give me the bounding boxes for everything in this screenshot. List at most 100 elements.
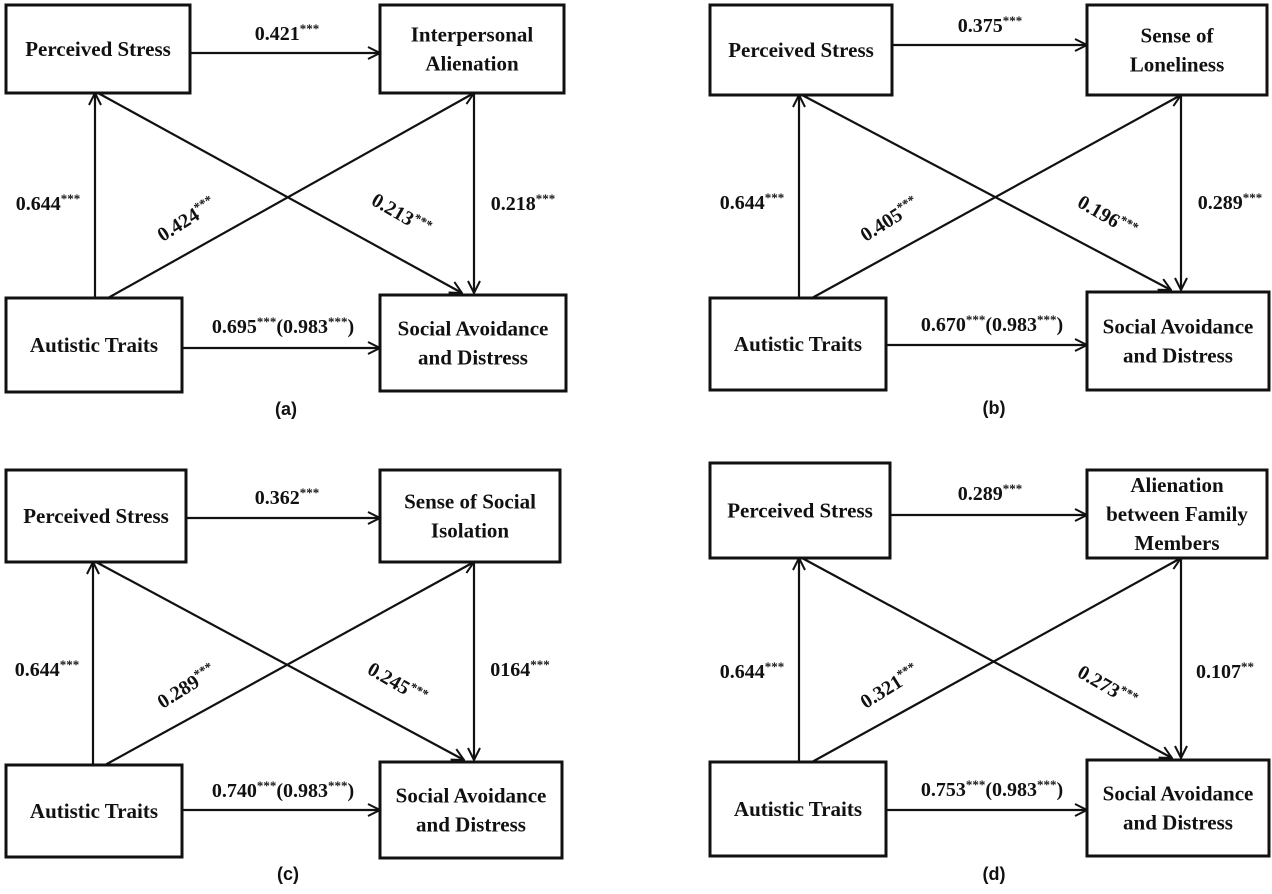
path-traits-to-mediator-arrow [811,558,1181,763]
perceived-stress-node: Perceived Stress [4,3,192,95]
mediator-node-label: Members [1134,531,1219,555]
path-stress-to-outcome-arrow [801,94,1171,290]
coefficient-value: 0164 [490,659,530,681]
significance-stars: *** [765,659,785,674]
path-mediator-to-outcome-coefficient: 0.107** [1196,659,1254,683]
coefficient-value: 0.695 [212,316,257,338]
significance-stars: *** [257,314,277,329]
path-stress-to-mediator-coefficient: 0.289*** [958,481,1023,505]
autistic-traits-node: Autistic Traits [4,763,184,859]
significance-stars: *** [765,190,785,205]
total-effect-significance: *** [1037,777,1057,792]
coefficient-value: 0.644 [15,659,60,681]
significance-stars: *** [60,657,80,672]
path-mediator-to-outcome-coefficient: 0.289*** [1198,190,1263,214]
path-traits-to-stress-coefficient: 0.644*** [720,190,785,214]
coefficient-value: 0.670 [921,314,966,336]
perceived-stress-node-label: Perceived Stress [728,38,874,62]
coefficient-value: 0.245 [364,658,414,700]
coefficient-value: 0.375 [958,15,1003,37]
path-traits-to-mediator-coefficient: 0.405*** [856,192,923,247]
significance-stars: *** [1003,13,1023,28]
mediator-node-box [1085,468,1269,560]
coefficient-value: 0.273 [1074,661,1124,703]
significance-stars: *** [257,778,277,793]
autistic-traits-node: Autistic Traits [4,296,184,394]
social-avoidance-node-box [378,293,568,393]
significance-stars: *** [300,485,320,500]
perceived-stress-node-label: Perceived Stress [23,504,169,528]
path-traits-to-stress-coefficient: 0.644*** [15,657,80,681]
path-stress-to-outcome-coefficient: 0.245*** [364,656,432,709]
path-traits-to-outcome-coefficient: 0.753***(0.983***) [921,777,1063,801]
path-traits-to-mediator-arrow [107,93,474,299]
total-effect-value: (0.983 [276,316,328,338]
total-effect-close-paren: ) [1057,779,1064,801]
path-traits-to-stress-coefficient: 0.644*** [720,659,785,683]
panel-letter: (a) [275,399,297,419]
coefficient-value: 0.196 [1074,191,1124,233]
mediator-node-label: Alienation [425,52,519,76]
perceived-stress-node-box [4,468,188,564]
coefficient-value: 0.753 [921,779,966,801]
perceived-stress-node-box [708,461,892,560]
panel-letter: (c) [277,864,299,884]
total-effect-close-paren: ) [1057,314,1064,336]
autistic-traits-node: Autistic Traits [708,296,888,392]
coefficient-value: 0.107 [1196,661,1241,683]
path-stress-to-outcome-coefficient: 0.196*** [1074,189,1142,242]
mediator-node-box [378,468,562,564]
coefficient-value: 0.421 [255,23,300,45]
panel-letter: (b) [983,398,1006,418]
coefficient-value: 0.289 [1198,192,1243,214]
social-avoidance-node-box [1085,290,1271,392]
coefficient-value: 0.289 [958,483,1003,505]
perceived-stress-node-box [4,3,192,95]
coefficient-value: 0.218 [491,193,536,215]
total-effect-significance: *** [328,314,348,329]
significance-stars: ** [1241,659,1254,674]
path-stress-to-mediator-coefficient: 0.375*** [958,13,1023,37]
coefficient-value: 0.644 [720,192,765,214]
mediator-node-label: Sense of Social [404,490,536,514]
autistic-traits-node-label: Autistic Traits [30,799,158,823]
social-avoidance-node-box [1085,758,1271,858]
path-traits-to-mediator-coefficient: 0.424*** [153,192,220,247]
mediator-node-label: Interpersonal [411,23,534,47]
panel-a: Perceived Stress InterpersonalAlienationA… [4,3,568,419]
significance-stars: *** [61,191,81,206]
significance-stars: *** [966,312,986,327]
mediator-node-box [1085,3,1269,97]
significance-stars: *** [536,191,556,206]
mediator-node-label: Isolation [431,519,510,543]
total-effect-value: (0.983 [276,780,328,802]
significance-stars: *** [530,657,550,672]
path-mediator-to-outcome-coefficient: 0164*** [490,657,550,681]
social-avoidance-node-box [378,760,564,860]
mediator-node-label: Loneliness [1130,53,1225,77]
path-stress-to-mediator-coefficient: 0.421*** [255,21,320,45]
path-traits-to-mediator-coefficient: 0.289*** [153,659,220,714]
autistic-traits-node-label: Autistic Traits [734,332,862,356]
path-stress-to-outcome-arrow [97,92,462,293]
significance-stars: *** [300,21,320,36]
path-traits-to-outcome-coefficient: 0.670***(0.983***) [921,312,1063,336]
path-traits-to-mediator-arrow [811,95,1181,299]
perceived-stress-node: Perceived Stress [708,461,892,560]
path-stress-to-mediator-coefficient: 0.362*** [255,485,320,509]
path-stress-to-outcome-coefficient: 0.213*** [368,187,436,240]
path-traits-to-stress-coefficient: 0.644*** [16,191,81,215]
significance-stars: *** [1243,190,1263,205]
significance-stars: *** [966,777,986,792]
significance-stars: *** [1003,481,1023,496]
social-avoidance-node-label: and Distress [416,813,526,837]
total-effect-significance: *** [1037,312,1057,327]
total-effect-value: (0.983 [985,779,1037,801]
